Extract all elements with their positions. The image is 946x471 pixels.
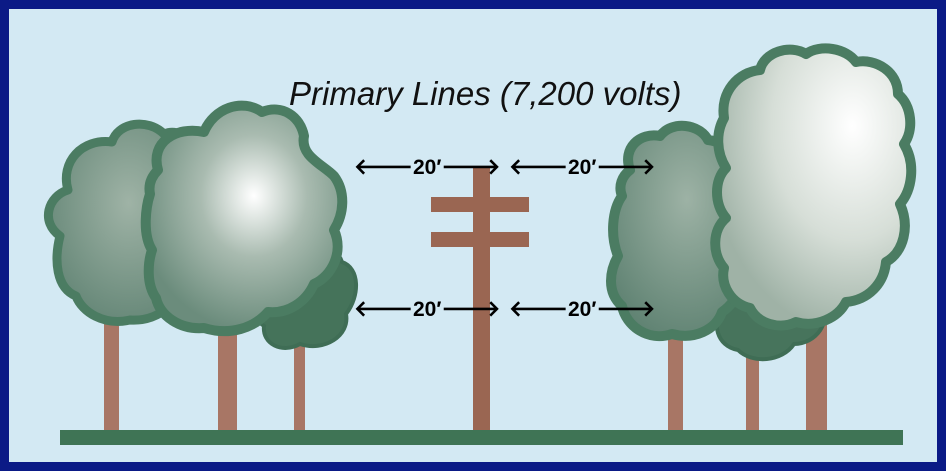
clearance-label: 20′ [413, 156, 442, 179]
diagram-title: Primary Lines (7,200 volts) [289, 75, 682, 112]
left-tree-group [44, 100, 359, 434]
utility-pole [431, 166, 529, 434]
left-tree-3-trunk [294, 340, 305, 434]
right-tree-1-trunk [668, 320, 683, 434]
ground [60, 430, 903, 445]
clearance-label: 20′ [413, 298, 442, 321]
arrow-left-icon: 🡐 [509, 154, 568, 179]
left-tree-1-trunk [104, 300, 119, 434]
clearance-label: 20′ [568, 298, 597, 321]
arrow-left-icon: 🡐 [354, 154, 413, 179]
arrow-left-icon: 🡐 [354, 296, 413, 321]
left-tree-2-canopy [140, 100, 348, 337]
clearance-upper-right: 🡐20′🡒 [509, 155, 655, 180]
right-tree-2-trunk [746, 350, 759, 434]
arrow-right-icon: 🡒 [441, 296, 501, 321]
clearance-label: 20′ [568, 156, 597, 179]
arrow-right-icon: 🡒 [596, 154, 656, 179]
scene [44, 43, 917, 445]
left-tree-2-trunk [218, 310, 237, 434]
pole-crossarm-lower [431, 232, 529, 247]
arrow-left-icon: 🡐 [509, 296, 568, 321]
clearance-lower-right: 🡐20′🡒 [509, 297, 655, 322]
pole-crossarm-upper [431, 197, 529, 212]
right-tree-3-canopy [710, 43, 917, 331]
clearance-lower-left: 🡐20′🡒 [354, 297, 500, 322]
right-tree-group [606, 43, 917, 434]
arrow-right-icon: 🡒 [441, 154, 501, 179]
clearance-upper-left: 🡐20′🡒 [354, 155, 500, 180]
arrow-right-icon: 🡒 [596, 296, 656, 321]
